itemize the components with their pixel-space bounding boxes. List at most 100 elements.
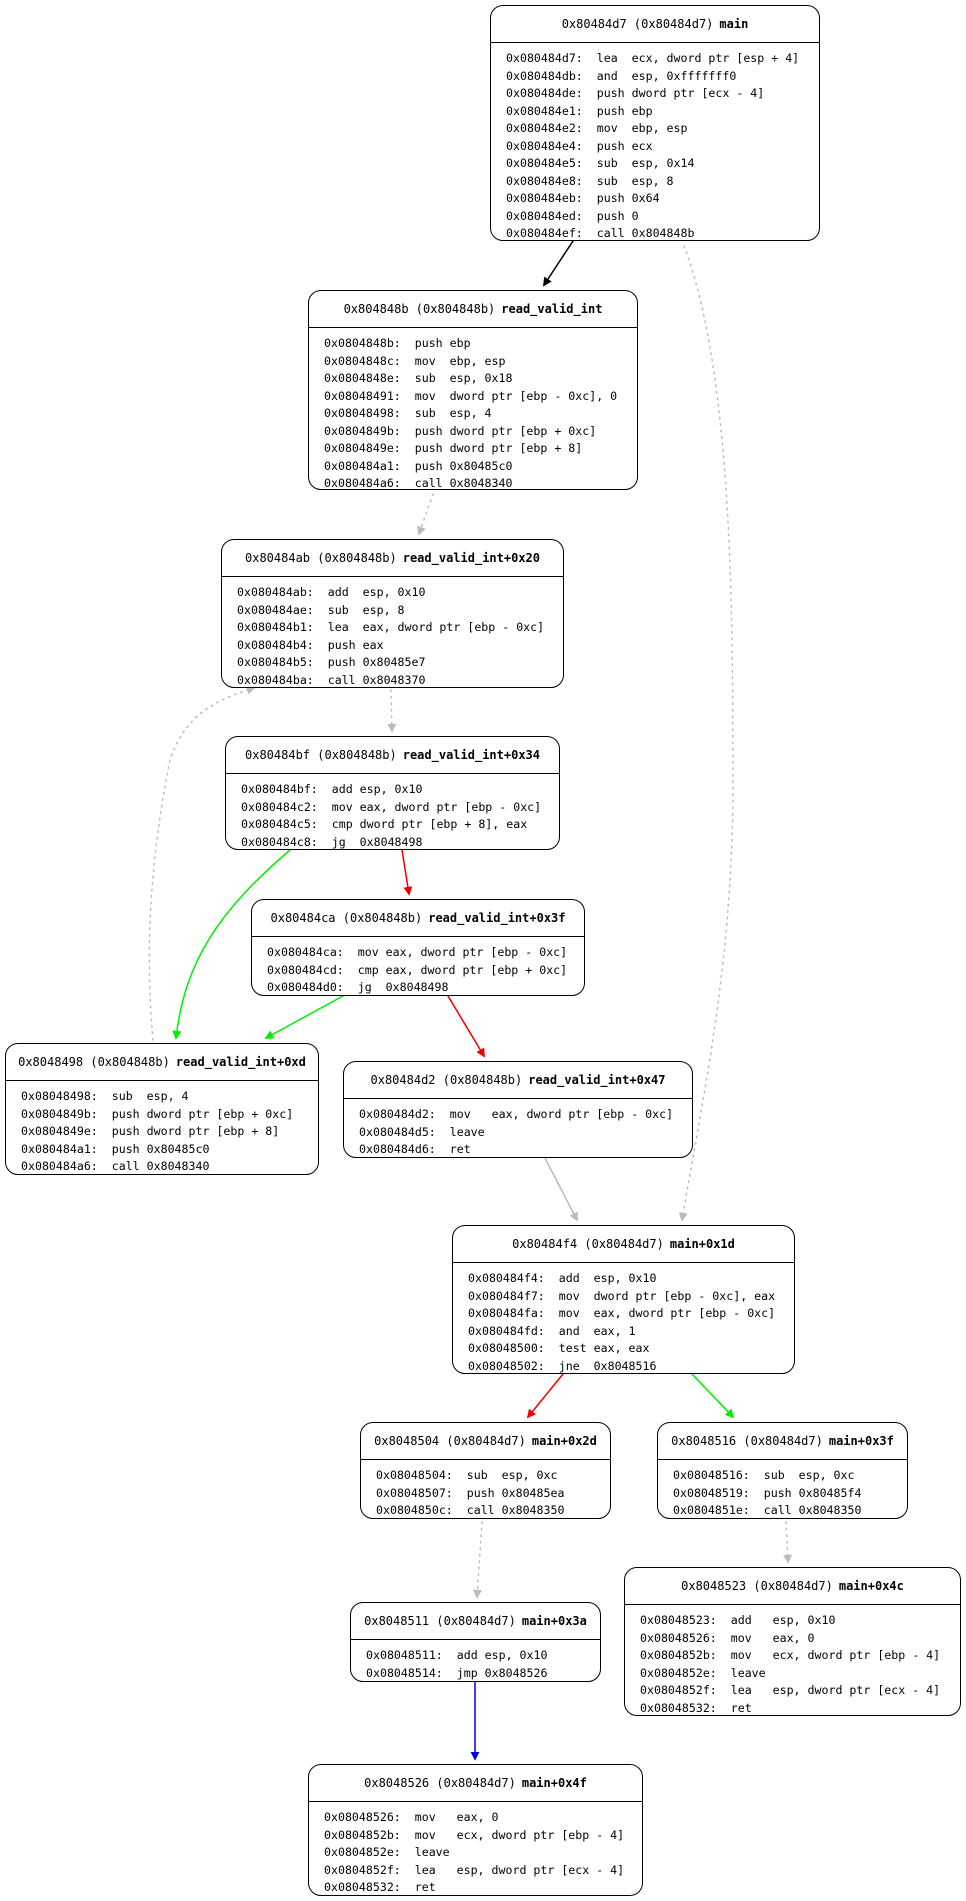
block-header: 0x8048526 (0x80484d7)main+0x4f [309,1765,642,1802]
instruction-line: 0x08048507: push 0x80485ea [376,1485,565,1500]
block-header: 0x80484bf (0x804848b) read_valid_int+0x34 [226,737,559,774]
block-main2d[interactable]: 0x8048504 (0x80484d7) main+0x2d 0x08048504… [360,1422,611,1519]
block-instructions: 0x08048523: add esp, 0x10 0x08048526: mov… [625,1605,960,1717]
instruction-line: 0x08048500: test eax, eax [468,1341,650,1355]
instruction-line: 0x080484a1: push 0x80485c0 [324,458,513,473]
instruction-line: 0x08048523: add esp, 0x10 [640,1613,836,1627]
block-symbol: read_valid_int+0x3f [428,911,566,925]
block-address: 0x8048523 (0x80484d7) [681,1579,833,1593]
instruction-line: 0x080484ed: push 0 [506,208,639,223]
block-symbol: main+0x3f [828,1434,894,1448]
block-address: 0x8048498 (0x804848b) [18,1055,170,1069]
block-header: 0x804848b (0x804848b)read_valid_int [309,291,637,328]
instruction-line: 0x0804849b: push dword ptr [ebp + 0xc] [324,423,597,438]
instruction-line: 0x08048516: sub esp, 0xc [673,1468,855,1482]
block-address: 0x80484f4 (0x80484d7) [512,1237,664,1251]
block-header: 0x80484d7 (0x80484d7)main [491,6,819,43]
edge-main-to-main1d [678,245,734,1222]
block-main1d[interactable]: 0x80484f4 (0x80484d7) main+0x1d 0x080484f4… [452,1225,795,1374]
instruction-line: 0x080484fa: mov eax, dword ptr [ebp - 0x… [468,1306,776,1320]
instruction-line: 0x0804848b: push ebp [324,336,471,350]
block-header: 0x8048504 (0x80484d7) main+0x2d [361,1423,610,1460]
edge-rvi20-to-rvi34 [387,689,397,733]
instruction-line: 0x080484c8: jg 0x8048498 [241,834,423,849]
instruction-line: 0x080484ca: mov eax, dword ptr [ebp - 0x… [267,945,568,959]
instruction-line: 0x08048526: mov eax, 0 [324,1810,499,1824]
edge-rvi3f-to-rvid [264,995,344,1039]
block-symbol: main+0x1d [669,1237,735,1251]
instruction-line: 0x080484db: and esp, 0xfffffff0 [506,68,737,83]
instruction-line: 0x08048514: jmp 0x8048526 [366,1665,548,1680]
instruction-line: 0x080484c2: mov eax, dword ptr [ebp - 0x… [241,799,542,814]
instruction-line: 0x080484de: push dword ptr [ecx - 4] [506,86,765,100]
block-rvi34[interactable]: 0x80484bf (0x804848b) read_valid_int+0x34… [225,736,560,850]
block-instructions: 0x08048526: mov eax, 0 0x0804852b: mov ec… [309,1802,642,1897]
instruction-line: 0x080484b5: push 0x80485e7 [237,655,426,669]
edge-main-to-rvi [543,240,574,287]
instruction-line: 0x08048526: mov eax, 0 [640,1630,815,1645]
block-symbol: read_valid_int+0xd [175,1055,306,1069]
block-header: 0x80484d2 (0x804848b)read_valid_int+0x47 [344,1062,692,1099]
block-rvi20[interactable]: 0x80484ab (0x804848b)read_valid_int+0x20… [221,539,564,688]
block-rvi47[interactable]: 0x80484d2 (0x804848b)read_valid_int+0x47… [343,1061,693,1158]
instruction-line: 0x080484c5: cmp dword ptr [ebp + 8], eax [241,817,528,831]
instruction-line: 0x080484b1: lea eax, dword ptr [ebp - 0x… [237,620,545,634]
instruction-line: 0x08048491: mov dword ptr [ebp - 0xc], 0 [324,388,618,403]
instruction-line: 0x0804848e: sub esp, 0x18 [324,371,513,385]
block-main4c[interactable]: 0x8048523 (0x80484d7) main+0x4c 0x08048523… [624,1567,961,1716]
block-header: 0x80484ca (0x804848b) read_valid_int+0x3f [252,900,584,937]
instruction-line: 0x08048498: sub esp, 4 [324,406,492,420]
block-address: 0x80484d7 (0x80484d7) [561,17,714,31]
block-main[interactable]: 0x80484d7 (0x80484d7)main 0x080484d7: lea… [490,5,820,241]
instruction-line: 0x0804852b: mov ecx, dword ptr [ebp - 4] [324,1827,625,1842]
block-rvi[interactable]: 0x804848b (0x804848b)read_valid_int 0x080… [308,290,638,490]
block-header: 0x8048516 (0x80484d7)main+0x3f [658,1423,907,1460]
instruction-line: 0x08048532: ret [640,1700,752,1715]
block-rvi3f[interactable]: 0x80484ca (0x804848b) read_valid_int+0x3f… [251,899,585,996]
edge-main1d-to-main3f [691,1373,735,1419]
block-header: 0x8048523 (0x80484d7) main+0x4c [625,1568,960,1605]
block-symbol: read_valid_int [501,302,603,316]
block-symbol: main+0x3a [521,1614,587,1628]
block-symbol: main+0x4c [838,1579,904,1593]
edge-rvi3f-to-rvi47 [447,995,485,1058]
block-instructions: 0x080484ca: mov eax, dword ptr [ebp - 0x… [252,937,584,997]
instruction-line: 0x08048519: push 0x80485f4 [673,1485,862,1500]
instruction-line: 0x0804849e: push dword ptr [ebp + 8] [21,1124,280,1138]
block-symbol: read_valid_int+0x34 [402,748,540,762]
instruction-line: 0x080484d2: mov eax, dword ptr [ebp - 0x… [359,1107,674,1121]
instruction-line: 0x080484f4: add esp, 0x10 [468,1271,657,1285]
instruction-line: 0x080484fd: and eax, 1 [468,1323,636,1338]
block-symbol: read_valid_int+0x47 [528,1073,666,1087]
edge-main2d-to-main3a [472,1521,483,1599]
instruction-line: 0x0804851e: call 0x8048350 [673,1503,862,1517]
block-symbol: main+0x2d [531,1434,597,1448]
instruction-line: 0x080484e2: mov ebp, esp [506,121,688,135]
instruction-line: 0x080484ef: call 0x804848b [506,226,695,240]
instruction-line: 0x080484d7: lea ecx, dword ptr [esp + 4] [506,51,800,65]
block-instructions: 0x08048516: sub esp, 0xc 0x08048519: push… [658,1460,907,1520]
instruction-line: 0x080484d5: leave [359,1124,485,1139]
instruction-line: 0x0804852f: lea esp, dword ptr [ecx - 4] [324,1862,625,1877]
block-header: 0x80484f4 (0x80484d7) main+0x1d [453,1226,794,1263]
instruction-line: 0x080484a6: call 0x8048340 [21,1159,210,1173]
block-header: 0x8048511 (0x80484d7)main+0x3a [351,1603,600,1640]
block-address: 0x80484bf (0x804848b) [245,748,397,762]
instruction-line: 0x0804850c: call 0x8048350 [376,1503,565,1517]
block-address: 0x80484ca (0x804848b) [270,911,423,925]
block-address: 0x8048504 (0x80484d7) [374,1434,526,1448]
instruction-line: 0x0804849e: push dword ptr [ebp + 8] [324,441,583,455]
edge-rvid-to-rvi20 [148,685,256,1041]
instruction-line: 0x080484ae: sub esp, 8 [237,602,405,617]
block-rvid[interactable]: 0x8048498 (0x804848b) read_valid_int+0xd 0… [5,1043,319,1175]
instruction-line: 0x080484a6: call 0x8048340 [324,476,513,490]
edge-rvi-to-rvi20 [417,493,434,536]
instruction-line: 0x080484bf: add esp, 0x10 [241,782,423,796]
